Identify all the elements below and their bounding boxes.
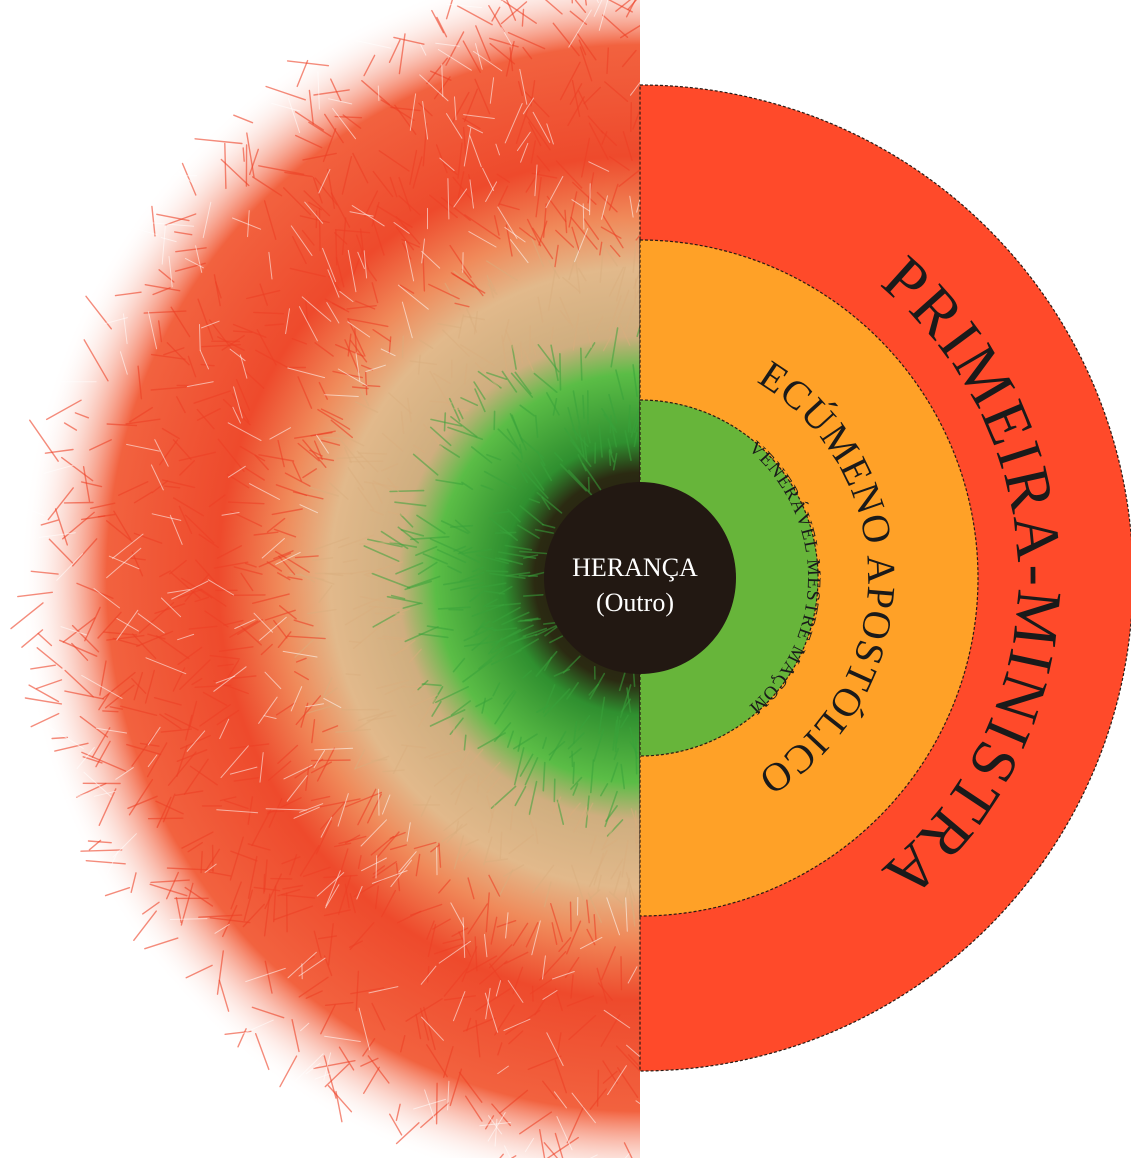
fur-strand [590, 184, 591, 215]
fur-strand [320, 209, 321, 251]
fur-strand [403, 336, 404, 358]
fur-strand [378, 86, 379, 101]
fur-strand [375, 613, 404, 614]
fur-strand [486, 571, 507, 572]
fur-strand [636, 737, 637, 774]
fur-strand [631, 103, 632, 132]
fur-strand [359, 453, 387, 454]
fur-strand [571, 902, 572, 931]
fur-strand [350, 461, 383, 462]
fur-strand [581, 348, 582, 380]
fur-strand [52, 738, 67, 739]
fur-strand [621, 957, 622, 990]
fur-strand [589, 478, 590, 492]
fur-strand [598, 1070, 599, 1106]
fur-strand [583, 396, 584, 419]
fur-strand [636, 811, 637, 844]
fur-strand [390, 491, 424, 492]
fur-strand [200, 325, 201, 351]
fur-strand [149, 818, 183, 819]
fur-strand [312, 760, 350, 761]
center-label-line2: (Outro) [596, 588, 674, 617]
fur-strand [496, 532, 516, 533]
fur-strand [554, 779, 555, 801]
fur-strand [560, 354, 561, 390]
fur-strand [634, 674, 635, 687]
fur-strand [437, 1083, 438, 1124]
center-label-line1: HERANÇA [572, 553, 698, 582]
fur-strand [376, 856, 377, 878]
fur-strand [243, 148, 244, 161]
fur-strand [573, 762, 574, 783]
fur-strand [572, 751, 573, 766]
fur-strand [103, 711, 118, 712]
